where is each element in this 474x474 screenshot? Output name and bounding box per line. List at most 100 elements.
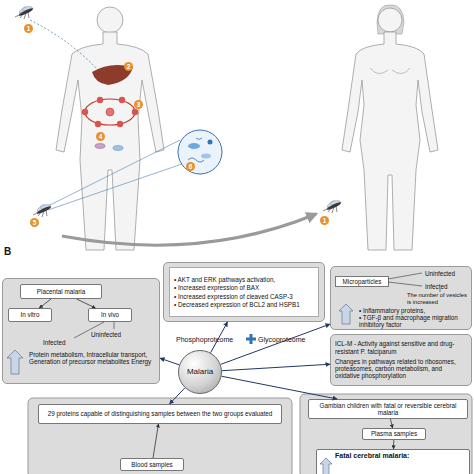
connector-arrow [390, 419, 392, 428]
transmission-arrow [62, 214, 316, 245]
node-text: • TGF-β and macrophage migration inhibit… [359, 314, 471, 328]
blood-cycle [119, 97, 125, 103]
panel-letter: B [4, 246, 18, 257]
plus-symbol [246, 334, 256, 344]
blood-cycle [82, 109, 88, 115]
mosquito-inset [178, 130, 222, 174]
male-figure [97, 7, 123, 33]
node-text: Malaria [187, 367, 213, 376]
female-figure [377, 5, 404, 34]
node-text: • Inflammatory proteins, [359, 307, 471, 314]
callout-number: 4 [96, 132, 105, 141]
blood-cycle [97, 97, 103, 103]
mosquito-inset [178, 130, 222, 174]
up-block-arrow [320, 458, 332, 474]
connector-arrow [222, 364, 330, 370]
node-text: Infected [425, 283, 465, 290]
female-figure [342, 5, 438, 250]
node-text: Plasma samples [371, 430, 417, 437]
connector-arrow [77, 299, 96, 308]
zoom-lines [48, 140, 182, 210]
node-text: ICL-M - Activity against sensitive and d… [335, 340, 467, 354]
sample-box: Blood samples [120, 458, 184, 471]
study-panel [28, 394, 472, 474]
node-text: Infected [43, 339, 83, 346]
node-text: In vivo [101, 311, 119, 318]
mosquitoes [33, 204, 52, 217]
node-text: • Increased expression of cleaved CASP-3 [174, 293, 314, 300]
node-text: • Increased expression of BAX [174, 284, 314, 291]
process-box: Placental malaria [20, 284, 102, 299]
female-figure [342, 32, 438, 250]
blood-cycle [95, 121, 101, 127]
blood-cycle [106, 108, 114, 116]
node-text: • Decreased expression of BCL2 and HSPB1 [174, 301, 314, 308]
male-figure [56, 7, 164, 250]
transmission-arrow [62, 214, 316, 245]
branch-line [74, 273, 440, 338]
gametocytes [95, 144, 123, 151]
text-panel: • AKT and ERK pathways activation,• Incr… [169, 267, 319, 317]
female-figure [378, 8, 402, 32]
result-box: Fatal cerebral malaria: [316, 449, 470, 474]
node-text: In vitro [21, 311, 40, 318]
callout-number: 3 [134, 100, 143, 109]
connector-arrow [153, 424, 158, 458]
node-text: Changes in pathways related to ribosomes… [335, 358, 467, 380]
up-block-arrow [339, 304, 353, 324]
blood-cycle [82, 97, 138, 127]
node-text: 29 proteins capable of distinguishing sa… [48, 410, 273, 417]
node-text: Fatal cerebral malaria: [335, 452, 409, 460]
node-text: Microparticles [335, 276, 389, 287]
node-text: Uninfected [91, 331, 135, 338]
sample-box: Plasma samples [362, 428, 426, 440]
callout-number: 2 [124, 62, 133, 71]
plus-symbol [246, 334, 256, 344]
callout-number: 6 [186, 162, 195, 171]
blood-cycle [117, 121, 123, 127]
sporozoite-path [30, 20, 98, 70]
cohort-box: Gambian children with fatal or reversibl… [308, 399, 468, 419]
node-text: • AKT and ERK pathways activation, [174, 276, 314, 283]
connector-arrow [160, 358, 179, 365]
callout-number: 1 [24, 24, 33, 33]
central-circle: Malaria [178, 350, 222, 394]
mosquito-inset [208, 140, 213, 145]
result-box: 29 proteins capable of distinguishing sa… [38, 404, 282, 424]
up-block-arrow [7, 304, 353, 474]
node-text: Blood samples [131, 461, 172, 468]
study-panel [300, 394, 472, 474]
mosquito-inset [188, 138, 204, 162]
up-block-arrow [7, 350, 23, 374]
blood-cycle [132, 109, 138, 115]
node-text: Protein metabolism, Intracellular transp… [29, 351, 157, 365]
male-figure [56, 32, 164, 250]
mosquitoes [323, 200, 342, 213]
callout-number: 5 [30, 218, 39, 227]
finding-box: • AKT and ERK pathways activation,• Incr… [163, 262, 325, 322]
connector-arrow [221, 324, 330, 364]
connector-arrow [170, 388, 185, 404]
sporozoite-path [30, 20, 98, 70]
gametocytes [113, 146, 123, 151]
method-label: Phosphoproteome [176, 336, 246, 343]
branch-line [388, 273, 440, 292]
node-text: The number of vesicles is increased [407, 292, 471, 305]
gametocytes [95, 144, 105, 149]
study-panel [28, 398, 292, 474]
connector-arrow [39, 299, 51, 308]
method-label: Glycoproteome [258, 336, 328, 343]
branch-line [74, 322, 114, 338]
zoom-lines [48, 140, 182, 210]
finding-box: ICL-M - Activity against sensitive and d… [330, 334, 472, 386]
node-text: Placental malaria [37, 288, 85, 295]
blood-cycle [85, 99, 135, 125]
connector-arrow [222, 376, 338, 399]
female-figure [370, 68, 410, 74]
finding-box: MicroparticlesUninfectedInfectedThe numb… [330, 266, 472, 330]
mosquitoes [15, 6, 342, 217]
node-text: Gambian children with fatal or reversibl… [311, 402, 465, 416]
connector-arrow [211, 322, 228, 353]
